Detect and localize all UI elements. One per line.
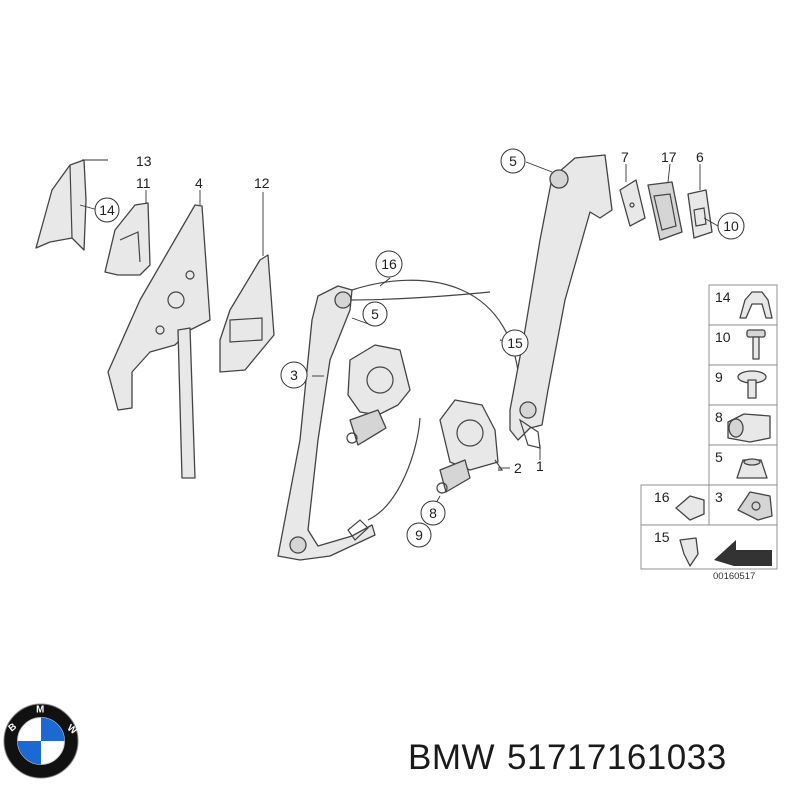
callout-7: 7 [621,149,629,165]
arrow-icon [714,540,772,566]
callout-13: 13 [136,153,152,169]
legend-num-5: 5 [715,449,723,465]
leader-lines [79,159,719,535]
callout-8: 8 [429,505,437,521]
callout-9: 9 [415,527,423,543]
callout-4: 4 [195,175,203,191]
callout-2: 2 [514,460,522,476]
part-12-pad [219,254,275,373]
bmw-logo: B M W [3,703,79,779]
part-3-regulator-rail [277,285,376,561]
part-2-window-motor [436,399,504,494]
drawing-number: 00160517 [713,571,755,582]
part-11-trim [104,202,151,276]
legend-num-15: 15 [654,529,670,545]
callout-5a: 5 [509,153,517,169]
callout-labels: 13 11 4 12 7 17 6 1 2 14 5 10 16 5 15 3 … [94,148,745,548]
part-7-plate [619,179,646,227]
callout-11: 11 [136,175,151,191]
callout-15: 15 [507,335,523,351]
bolt-icon [746,329,766,360]
legend-num-14: 14 [715,289,731,305]
legend-num-3: 3 [715,489,723,505]
callout-1: 1 [536,458,544,474]
part-13-cover [35,159,87,251]
callout-3: 3 [290,367,298,383]
screw-icon [737,370,767,399]
legend-num-10: 10 [715,329,731,345]
connector-icon [727,413,771,443]
window-motor-rear [346,344,411,446]
callout-16: 16 [381,256,397,272]
part-caption: BMW 51717161033 [408,738,727,778]
legend-num-16: 16 [654,489,670,505]
brand-name: BMW [408,738,496,777]
hardware-legend: 14 10 9 8 5 16 3 15 [640,284,778,582]
callout-10: 10 [723,218,739,234]
callout-12: 12 [254,175,270,191]
part-4-frame-channel [107,204,211,479]
regulator-cable [349,279,521,521]
clip-nut-icon [737,491,773,521]
part-17-plate [647,181,683,241]
part-1-regulator-rail [509,154,613,449]
bracket-icon [675,495,705,521]
callout-5b: 5 [371,306,379,322]
clip-icon [739,291,773,319]
svg-text:M: M [36,705,44,716]
callout-17: 17 [661,149,677,165]
push-clip-icon [679,537,699,567]
legend-num-9: 9 [715,369,723,385]
part-6-plate [687,189,713,239]
callout-6: 6 [696,149,704,165]
legend-num-8: 8 [715,409,723,425]
part-number: 51717161033 [507,738,727,777]
callout-14: 14 [99,202,115,218]
nut-icon [736,458,768,479]
